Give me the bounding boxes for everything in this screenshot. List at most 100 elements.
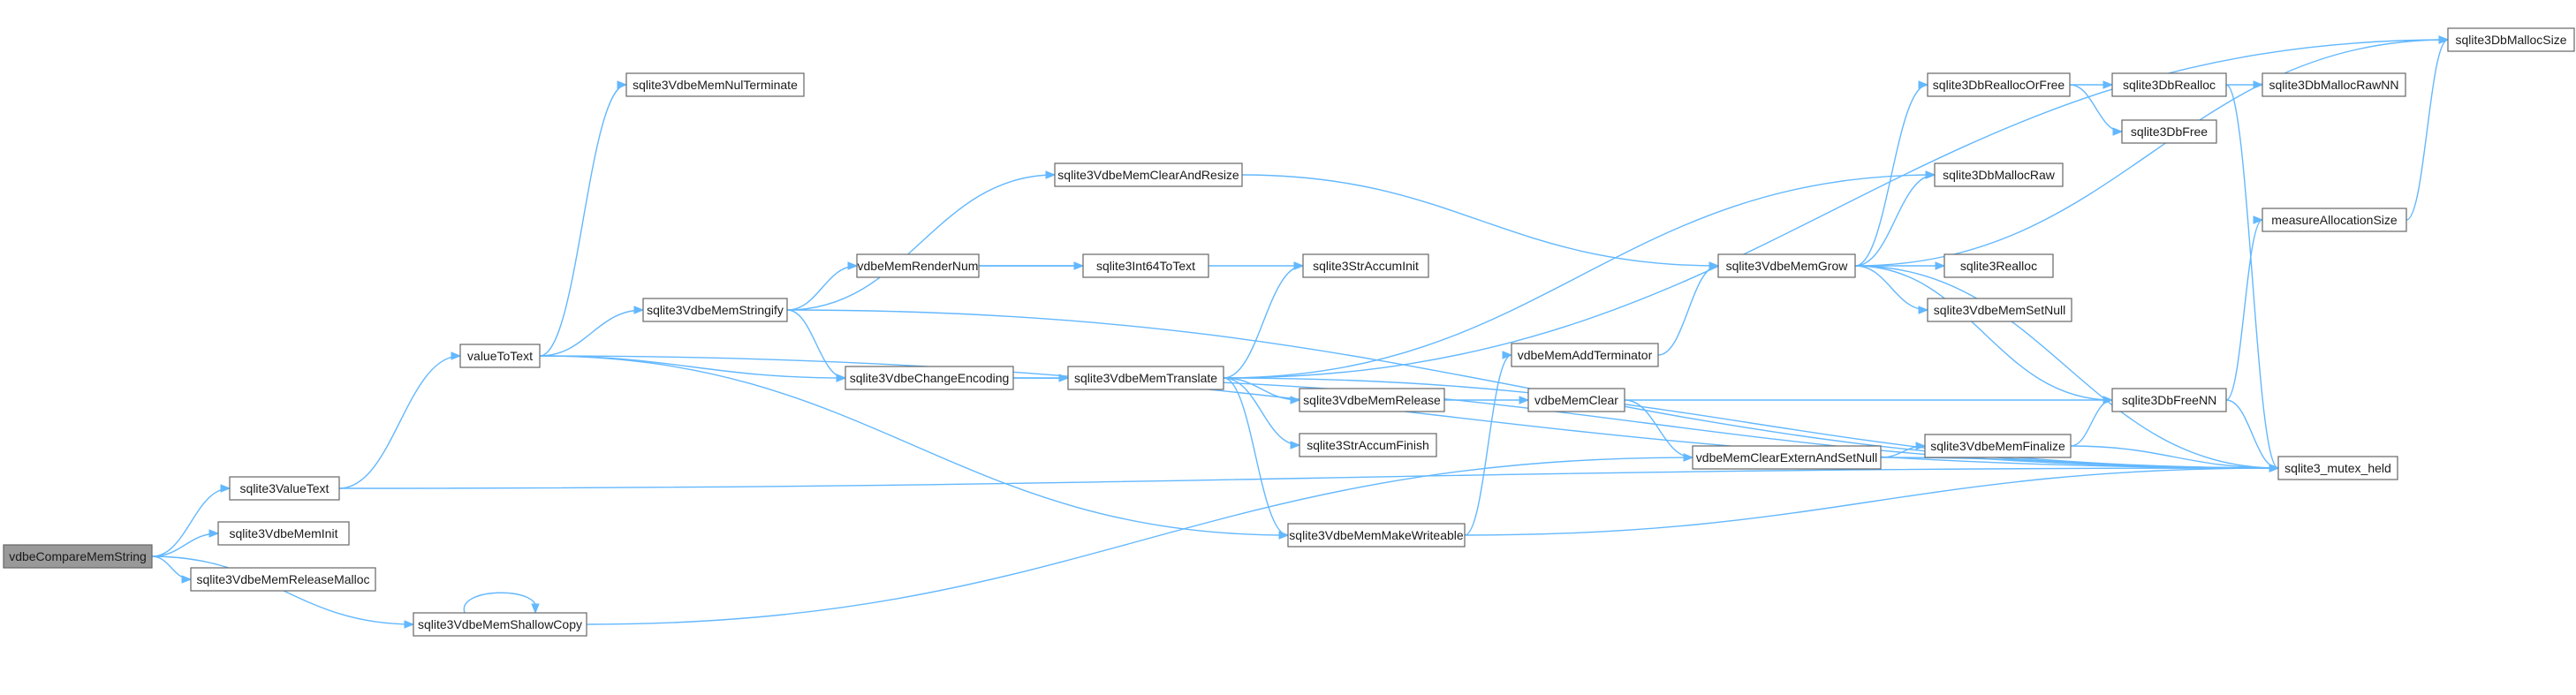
node-valueToText[interactable]: valueToText bbox=[459, 344, 541, 368]
node-label: measureAllocationSize bbox=[2271, 213, 2398, 227]
node-sqlite3VdbeMemInit[interactable]: sqlite3VdbeMemInit bbox=[217, 521, 350, 546]
edge-arrowhead bbox=[1918, 306, 1929, 314]
node-label: sqlite3StrAccumFinish bbox=[1307, 438, 1429, 452]
node-sqlite3DbMallocSize[interactable]: sqlite3DbMallocSize bbox=[2447, 27, 2575, 52]
edge-measureAllocationSize-to-sqlite3DbMallocSize bbox=[2406, 35, 2450, 221]
node-label: sqlite3VdbeMemInit bbox=[230, 526, 338, 540]
edge-line bbox=[1012, 377, 2279, 469]
node-vdbeMemClear[interactable]: vdbeMemClear bbox=[1527, 388, 1625, 412]
edge-arrowhead bbox=[531, 603, 540, 615]
node-sqlite3DbFree[interactable]: sqlite3DbFree bbox=[2121, 119, 2217, 144]
edge-sqlite3VdbeMemFinalize-to-sqlite3DbFreeNN bbox=[2070, 396, 2114, 447]
node-box bbox=[459, 344, 541, 368]
edge-layer bbox=[151, 35, 2450, 629]
node-sqlite3DbMallocRawNN[interactable]: sqlite3DbMallocRawNN bbox=[2262, 72, 2406, 97]
edge-vdbeCompareMemString-to-sqlite3ValueText bbox=[151, 484, 231, 557]
edge-line bbox=[1464, 354, 1512, 536]
node-box bbox=[845, 366, 1014, 390]
node-sqlite3VdbeMemTranslate[interactable]: sqlite3VdbeMemTranslate bbox=[1067, 366, 1224, 390]
edge-line bbox=[1854, 265, 2113, 401]
node-sqlite3DbFreeNN[interactable]: sqlite3DbFreeNN bbox=[2111, 388, 2227, 412]
node-box bbox=[1067, 366, 1224, 390]
node-sqlite3VdbeChangeEncoding[interactable]: sqlite3VdbeChangeEncoding bbox=[845, 366, 1014, 390]
node-measureAllocationSize[interactable]: measureAllocationSize bbox=[2262, 208, 2407, 232]
node-sqlite3VdbeMemStringify[interactable]: sqlite3VdbeMemStringify bbox=[642, 298, 788, 322]
edge-sqlite3DbRealloc-to-sqlite3DbMallocRawNN bbox=[2226, 80, 2264, 89]
edge-line bbox=[1223, 39, 2449, 379]
edge-sqlite3VdbeMemStringify-to-sqlite3VdbeMemClearAndResize bbox=[786, 170, 1057, 311]
node-box bbox=[1511, 343, 1659, 367]
node-sqlite3VdbeMemReleaseMalloc[interactable]: sqlite3VdbeMemReleaseMalloc bbox=[190, 567, 376, 592]
node-sqlite3VdbeMemRelease[interactable]: sqlite3VdbeMemRelease bbox=[1299, 388, 1445, 412]
node-sqlite3VdbeMemNulTerminate[interactable]: sqlite3VdbeMemNulTerminate bbox=[625, 72, 805, 97]
node-box bbox=[2111, 388, 2227, 412]
node-box bbox=[1299, 433, 1437, 457]
edge-line bbox=[338, 467, 2279, 489]
node-label: sqlite3VdbeChangeEncoding bbox=[850, 371, 1010, 385]
node-sqlite3DbMallocRaw[interactable]: sqlite3DbMallocRaw bbox=[1934, 162, 2064, 187]
edge-sqlite3VdbeMemStringify-to-vdbeMemRenderNum bbox=[786, 261, 859, 311]
edge-sqlite3VdbeMemTranslate-to-sqlite3VdbeMemMakeWriteable bbox=[1223, 377, 1290, 540]
node-label: sqlite3DbMallocRaw bbox=[1943, 168, 2056, 182]
node-box bbox=[217, 521, 350, 546]
node-label: sqlite3DbRealloc bbox=[2123, 78, 2216, 92]
node-sqlite3VdbeMemMakeWriteable[interactable]: sqlite3VdbeMemMakeWriteable bbox=[1287, 523, 1466, 548]
edge-sqlite3ValueText-to-sqlite3_mutex_held bbox=[338, 464, 2280, 489]
edge-arrowhead bbox=[1683, 453, 1694, 462]
edge-arrowhead bbox=[1502, 351, 1513, 359]
node-sqlite3Int64ToText[interactable]: sqlite3Int64ToText bbox=[1082, 253, 1209, 278]
node-box bbox=[1082, 253, 1209, 278]
edge-arrowhead bbox=[1935, 261, 1946, 270]
node-box bbox=[2111, 72, 2227, 97]
node-label: sqlite3Realloc bbox=[1960, 259, 2037, 273]
edge-sqlite3VdbeMemStringify-to-sqlite3VdbeChangeEncoding bbox=[786, 309, 847, 382]
edge-line bbox=[786, 309, 846, 379]
edge-arrowhead bbox=[617, 80, 628, 89]
node-vdbeMemRenderNum[interactable]: vdbeMemRenderNum bbox=[856, 253, 980, 278]
edge-arrowhead bbox=[633, 306, 645, 314]
node-sqlite3StrAccumInit[interactable]: sqlite3StrAccumInit bbox=[1302, 253, 1429, 278]
node-label: vdbeMemRenderNum bbox=[858, 259, 979, 273]
node-sqlite3Realloc[interactable]: sqlite3Realloc bbox=[1943, 253, 2054, 278]
edge-line bbox=[586, 457, 1693, 625]
node-sqlite3ValueText[interactable]: sqlite3ValueText bbox=[229, 476, 340, 501]
node-sqlite3DbReallocOrFree[interactable]: sqlite3DbReallocOrFree bbox=[1927, 72, 2071, 97]
node-label: sqlite3DbFree bbox=[2131, 125, 2208, 139]
edge-sqlite3VdbeMemTranslate-to-sqlite3StrAccumFinish bbox=[1223, 377, 1301, 449]
edge-line bbox=[338, 355, 461, 489]
edge-vdbeCompareMemString-to-sqlite3VdbeMemInit bbox=[151, 529, 220, 557]
node-sqlite3VdbeMemShallowCopy[interactable]: sqlite3VdbeMemShallowCopy bbox=[413, 612, 587, 637]
node-sqlite3VdbeMemSetNull[interactable]: sqlite3VdbeMemSetNull bbox=[1927, 298, 2072, 322]
node-vdbeCompareMemString[interactable]: vdbeCompareMemString bbox=[3, 544, 153, 569]
node-box bbox=[1927, 72, 2071, 97]
edge-sqlite3VdbeMemRelease-to-vdbeMemClear bbox=[1444, 396, 1530, 404]
node-sqlite3VdbeMemGrow[interactable]: sqlite3VdbeMemGrow bbox=[1717, 253, 1856, 278]
edge-arrowhead bbox=[836, 374, 847, 382]
edge-sqlite3VdbeMemMakeWriteable-to-sqlite3_mutex_held bbox=[1464, 464, 2280, 536]
node-box bbox=[642, 298, 788, 322]
node-label: sqlite3VdbeMemClearAndResize bbox=[1057, 168, 1239, 182]
edge-line bbox=[1223, 377, 1289, 536]
edge-line bbox=[2070, 445, 2279, 469]
edge-sqlite3DbFreeNN-to-sqlite3_mutex_held bbox=[2225, 399, 2280, 472]
edge-arrowhead bbox=[451, 351, 462, 360]
node-sqlite3_mutex_held[interactable]: sqlite3_mutex_held bbox=[2277, 456, 2398, 480]
node-vdbeMemClearExternAndSetNull[interactable]: vdbeMemClearExternAndSetNull bbox=[1692, 445, 1882, 470]
edge-line bbox=[151, 533, 219, 557]
edge-vdbeMemAddTerminator-to-sqlite3VdbeMemGrow bbox=[1657, 261, 1720, 356]
edge-line bbox=[2406, 39, 2449, 221]
node-sqlite3StrAccumFinish[interactable]: sqlite3StrAccumFinish bbox=[1299, 433, 1437, 457]
edge-line bbox=[539, 355, 846, 379]
edge-sqlite3VdbeMemTranslate-to-sqlite3VdbeMemRelease bbox=[1223, 377, 1301, 404]
edge-arrowhead bbox=[2112, 127, 2124, 136]
node-label: sqlite3VdbeMemRelease bbox=[1303, 393, 1441, 407]
node-label: vdbeMemClear bbox=[1534, 393, 1618, 407]
node-sqlite3VdbeMemClearAndResize[interactable]: sqlite3VdbeMemClearAndResize bbox=[1054, 162, 1243, 187]
node-box bbox=[1934, 162, 2064, 187]
node-sqlite3DbRealloc[interactable]: sqlite3DbRealloc bbox=[2111, 72, 2227, 97]
node-label: sqlite3VdbeMemFinalize bbox=[1930, 439, 2065, 453]
node-sqlite3VdbeMemFinalize[interactable]: sqlite3VdbeMemFinalize bbox=[1924, 434, 2072, 458]
node-vdbeMemAddTerminator[interactable]: vdbeMemAddTerminator bbox=[1511, 343, 1659, 367]
node-label: sqlite3StrAccumInit bbox=[1313, 259, 1419, 273]
